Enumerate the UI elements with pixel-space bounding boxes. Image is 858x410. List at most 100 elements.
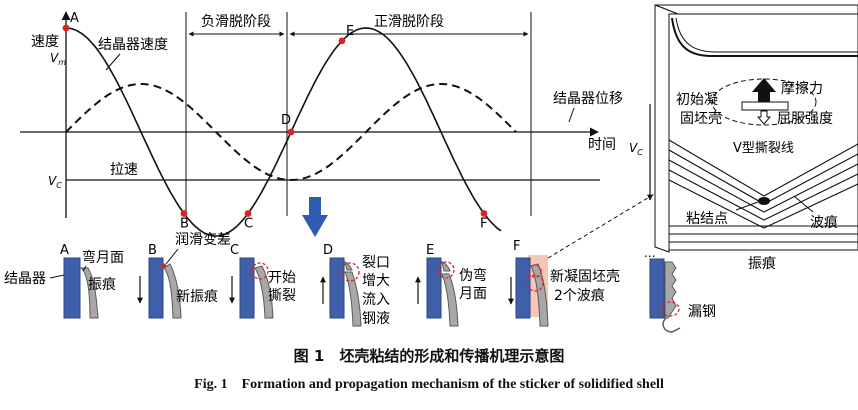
caption-chinese: 图 1 坯壳粘结的形成和传播机理示意图 <box>293 347 565 365</box>
v-crack-label: V型撕裂线 <box>733 141 794 156</box>
stage-sequence: 结晶器 A 弯月面 振痕 B 润滑变差 新振痕 C <box>4 192 716 333</box>
stage-letter: E <box>426 243 434 258</box>
point-e-label: E <box>346 24 354 39</box>
stage-note: 振痕 <box>88 277 116 293</box>
y-axis-label: 速度 <box>31 34 59 50</box>
stage-e: E 伪弯 月面 <box>415 243 487 327</box>
x-axis-label: 时间 <box>588 137 616 153</box>
sticking-point-leader <box>735 201 759 211</box>
stage-note: 伪弯 <box>459 267 487 284</box>
stage-letter: F <box>513 239 520 254</box>
shell-element <box>741 101 789 111</box>
point-f-marker <box>480 210 488 217</box>
yield-strength-label: 屈服强度 <box>777 111 833 127</box>
solid-shell <box>79 267 99 319</box>
mold-displacement-label: 结晶器位移 <box>553 91 623 107</box>
point-a-marker <box>62 24 70 32</box>
point-b-label: B <box>180 217 189 232</box>
tear-circle <box>251 262 269 280</box>
v-tear-line <box>668 169 858 221</box>
v-tear-line <box>668 179 858 229</box>
stage-f: F 新凝固坯壳 2个波痕 <box>508 239 620 327</box>
tear-circle <box>340 262 360 282</box>
ripple-label: 波痕 <box>810 215 838 231</box>
breakout-circle <box>660 301 680 317</box>
mold-wall <box>649 258 665 319</box>
point-e-marker <box>338 37 346 45</box>
negative-strip-label: 负滑脱阶段 <box>201 13 271 30</box>
point-f-label: F <box>480 217 487 232</box>
speed-time-chart: 负滑脱阶段 正滑脱阶段 速度 Vm VC 时间 结晶器速度 结晶器位移 拉速 A… <box>20 11 623 237</box>
crystallizer-leader <box>49 274 65 279</box>
friction-label: 摩擦力 <box>781 80 823 97</box>
point-d-label: D <box>281 113 291 128</box>
initial-shell-label: 固坯壳 <box>680 110 722 127</box>
initial-shell-label: 初始凝 <box>676 91 718 108</box>
blue-down-arrow <box>302 197 328 237</box>
caption-english: Fig. 1 Formation and propagation mechani… <box>194 377 664 392</box>
tear-circle <box>526 274 544 292</box>
force-ellipse <box>711 78 817 126</box>
inset-connector <box>547 192 657 259</box>
stage-letter: A <box>60 243 69 258</box>
inset-front-face <box>668 13 858 251</box>
mold-wall <box>329 257 345 319</box>
note-leader <box>165 248 179 265</box>
stage-b: B 润滑变差 新振痕 <box>137 231 231 319</box>
stage-letter: D <box>323 243 333 258</box>
mold-wall <box>239 257 255 319</box>
friction-arrow <box>752 78 776 102</box>
stage-c: C 开始 撕裂 <box>229 243 296 319</box>
solid-shell <box>664 261 677 319</box>
point-c-marker <box>244 210 252 217</box>
solid-shell <box>441 273 459 327</box>
inset-3d-shell: VC 摩擦力 屈服强度 初始凝 固坯壳 V型撕裂线 粘结点 波痕 振痕 <box>629 4 858 272</box>
point-c-label: C <box>244 217 253 232</box>
solid-shell-upper <box>344 261 353 271</box>
casting-speed-label: 拉速 <box>110 162 138 178</box>
vc-label: VC <box>48 174 62 190</box>
oscillation-mark-label: 振痕 <box>748 256 776 272</box>
stage-note: 弯月面 <box>82 249 124 266</box>
ellipsis: ... <box>644 246 655 260</box>
sticking-point-dot <box>758 197 770 205</box>
stage-note: 钢液 <box>362 311 390 327</box>
crystallizer-label: 结晶器 <box>4 271 46 287</box>
tear-circle <box>437 261 455 279</box>
chart-points: A B C D E F <box>62 11 488 232</box>
sticking-point-label: 粘结点 <box>686 211 728 227</box>
stage-note: 新凝固坯壳 <box>550 268 620 285</box>
stick-point <box>161 263 167 269</box>
stage-note: 撕裂 <box>268 288 296 304</box>
stage-breakout: ... 漏钢 <box>644 246 716 333</box>
stage-a: A 弯月面 振痕 <box>60 243 124 319</box>
stage-note: 增大 <box>362 273 390 289</box>
stage-note: 流入 <box>362 292 390 308</box>
solid-shell <box>344 271 362 327</box>
breakout-flow <box>662 317 681 333</box>
stage-note: 润滑变差 <box>175 231 231 248</box>
mold-displacement-curve <box>65 83 517 182</box>
stage-note: 新振痕 <box>176 289 218 305</box>
mold-displacement-leader <box>568 107 575 123</box>
mold-wall <box>515 257 531 319</box>
yield-arrow <box>756 110 772 125</box>
note-leader <box>82 265 87 272</box>
v-tear-line <box>668 159 858 213</box>
vm-label: Vm <box>50 51 66 67</box>
v-tear-line <box>668 139 858 197</box>
positive-strip-label: 正滑脱阶段 <box>374 13 444 30</box>
mold-speed-leader <box>105 53 121 71</box>
meniscus-curl-inner <box>675 17 858 53</box>
mold-speed-label: 结晶器速度 <box>98 37 168 53</box>
stage-note: 裂口 <box>362 255 390 271</box>
ripple-leader <box>793 195 814 213</box>
stage-letter: C <box>230 243 239 258</box>
solid-shell <box>163 263 182 319</box>
stage-letter: B <box>148 243 157 258</box>
point-a-label: A <box>70 11 79 26</box>
mold-wall <box>63 257 81 319</box>
stage-d: D 裂口 增大 流入 钢液 <box>320 243 390 327</box>
point-d-marker <box>287 128 295 136</box>
solid-shell <box>530 263 549 327</box>
